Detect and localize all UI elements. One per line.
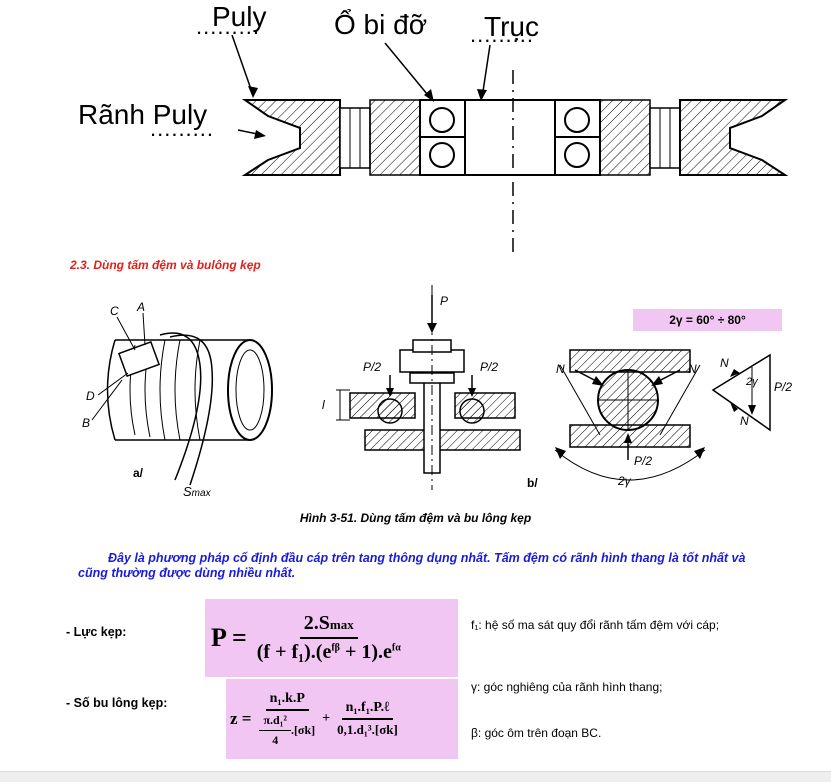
fig-label-N-tri-bottom: N — [740, 414, 749, 428]
luc-kep-formula: P = 2.Smax (f + f₁).(efβ + 1).efα — [205, 599, 458, 677]
figure-a-drum — [91, 312, 273, 486]
pulley-section-diagram — [231, 34, 789, 258]
label-ranh-puly: Rãnh Puly — [78, 99, 208, 130]
fig-label-P2-tri: P/2 — [774, 380, 793, 394]
fig-label-A: A — [137, 300, 146, 314]
label-truc-dots: ......... — [470, 22, 535, 47]
fig-label-P2-bottom: P/2 — [634, 454, 653, 468]
section-title: 2.3. Dùng tấm đệm và bulông kẹp — [70, 258, 261, 272]
gamma-range-box: 2γ = 60° ÷ 80° — [633, 309, 782, 331]
fig-label-smax: Smax — [183, 484, 211, 499]
fig-label-D: D — [86, 389, 95, 403]
fig-label-l: l — [322, 398, 325, 412]
figure-caption: Hình 3-51. Dùng tấm đệm và bu lông kẹp — [299, 511, 532, 525]
figure-b-clamp — [336, 285, 521, 490]
fig-label-B: B — [82, 416, 91, 430]
fig-label-N-left: N — [556, 362, 565, 376]
fig-label-C: C — [110, 304, 119, 318]
fig-label-N-right: N — [688, 362, 697, 376]
fig-label-P2-right: P/2 — [480, 360, 499, 374]
label-o-bi-do: Ổ bi đỡ — [334, 9, 428, 40]
label-puly: Puly — [212, 1, 267, 32]
fig-label-two-gamma-tri: 2γ — [746, 376, 758, 388]
description-paragraph: Đây là phương pháp cố định đầu cáp trên … — [78, 551, 746, 580]
label-puly-dots: ......... — [196, 14, 261, 39]
fig-label-a: a/ — [133, 466, 144, 480]
label-truc: Trục — [484, 11, 539, 42]
fig-label-N-tri-top: N — [720, 356, 729, 370]
note-gamma: γ: góc nghiêng của rãnh hình thang; — [471, 680, 663, 694]
bottom-bar — [0, 771, 831, 782]
fig-label-P2-left: P/2 — [363, 360, 382, 374]
luc-kep-label: - Lực kẹp: — [66, 625, 127, 639]
note-f1: f₁: hệ số ma sát quy đổi rãnh tấm đệm vớ… — [471, 618, 720, 632]
clamp-figure — [91, 285, 771, 490]
label-ranh-puly-dots: ......... — [150, 116, 215, 141]
fig-label-two-gamma: 2γ — [618, 474, 631, 488]
figure-c-groove — [554, 349, 706, 481]
fig-label-P: P — [440, 294, 449, 308]
figure-d-force-triangle — [711, 353, 771, 432]
so-bu-long-label: - Số bu lông kẹp: — [66, 696, 168, 710]
note-beta: β: góc ôm trên đoạn BC. — [471, 726, 602, 740]
fig-label-b: b/ — [527, 476, 538, 490]
